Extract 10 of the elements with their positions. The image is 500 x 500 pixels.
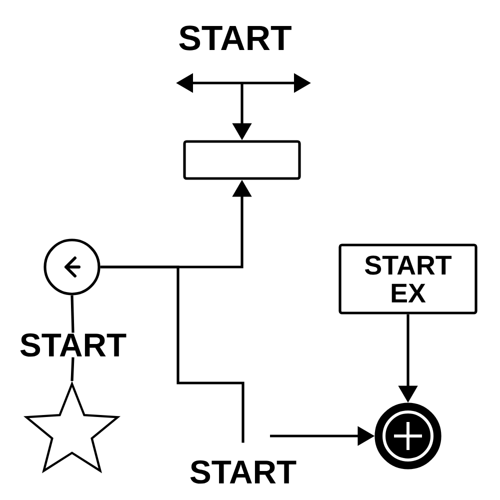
process-box: START EX (338, 244, 478, 314)
step-label: START (20, 333, 126, 357)
plus-circle (374, 402, 442, 470)
connector (100, 266, 244, 443)
connector (70, 357, 74, 382)
process-box (183, 140, 301, 180)
connector (70, 295, 74, 333)
step-label: START (190, 460, 296, 484)
back-circle (44, 238, 100, 296)
title-text: START (179, 26, 292, 50)
